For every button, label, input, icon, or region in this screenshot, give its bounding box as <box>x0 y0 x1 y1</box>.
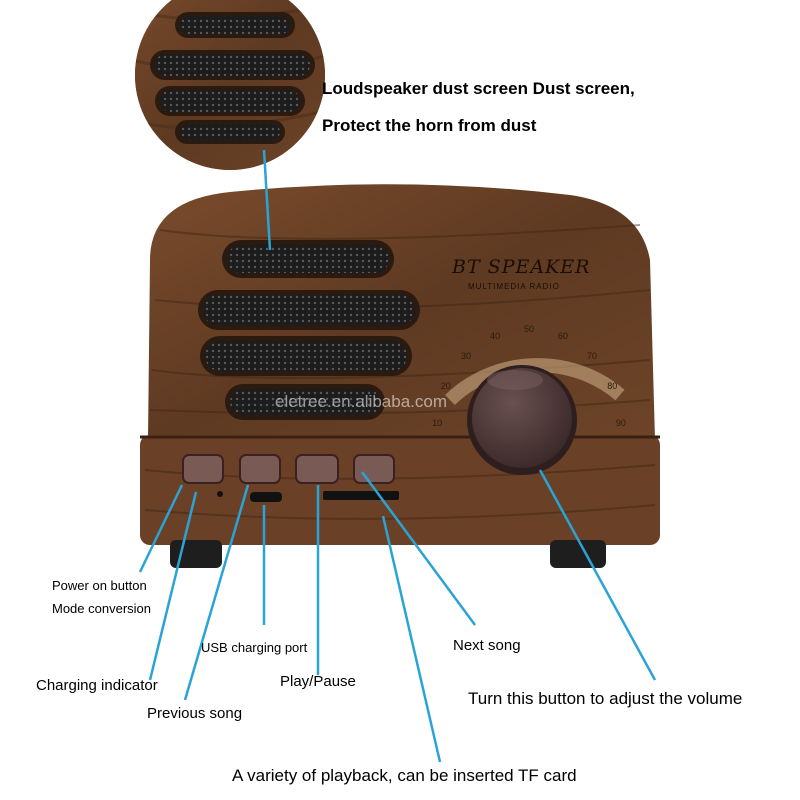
brand-logo: BT SPEAKER <box>452 256 591 278</box>
speaker-grille <box>198 240 420 420</box>
dial-number: 80 <box>607 381 618 392</box>
foot-right <box>550 540 606 568</box>
dial-number: 60 <box>557 331 568 342</box>
previous-song-label: Previous song <box>147 705 243 722</box>
dial-number: 70 <box>586 351 597 362</box>
dial-number: 20 <box>440 381 451 392</box>
dust-screen-desc: Protect the horn from dust <box>322 116 537 135</box>
callout-leaders <box>138 149 657 763</box>
brand-subtitle: MULTIMEDIA RADIO <box>468 282 560 291</box>
tf-card-slot[interactable] <box>323 491 399 500</box>
volume-knob[interactable] <box>467 365 577 475</box>
previous-song-button[interactable] <box>239 454 281 484</box>
usb-port[interactable] <box>250 492 282 502</box>
next-song-label: Next song <box>453 637 521 654</box>
dial-number: 10 <box>432 417 443 428</box>
dial-number: 40 <box>490 331 501 342</box>
tf-card-label: A variety of playback, can be inserted T… <box>232 766 577 785</box>
volume-label: Turn this button to adjust the volume <box>468 689 743 708</box>
play-pause-label: Play/Pause <box>280 673 356 690</box>
dial-number: 50 <box>524 324 535 334</box>
dial-number: 90 <box>615 417 626 428</box>
play-pause-button[interactable] <box>295 454 339 484</box>
mode-conversion-label: Mode conversion <box>52 601 151 616</box>
usb-port-label: USB charging port <box>201 640 308 655</box>
tuning-dial-scale <box>445 358 625 406</box>
zoomed-grille-inset <box>135 0 325 170</box>
watermark: eletree.en.alibaba.com <box>275 392 448 411</box>
power-button-label: Power on button <box>52 578 147 593</box>
power-mode-button[interactable] <box>182 454 224 484</box>
charging-indicator-led <box>217 491 223 497</box>
next-song-button[interactable] <box>353 454 395 484</box>
dial-number: 30 <box>461 351 472 362</box>
dust-screen-title: Loudspeaker dust screen Dust screen, <box>322 79 635 98</box>
charging-indicator-label: Charging indicator <box>36 677 158 694</box>
